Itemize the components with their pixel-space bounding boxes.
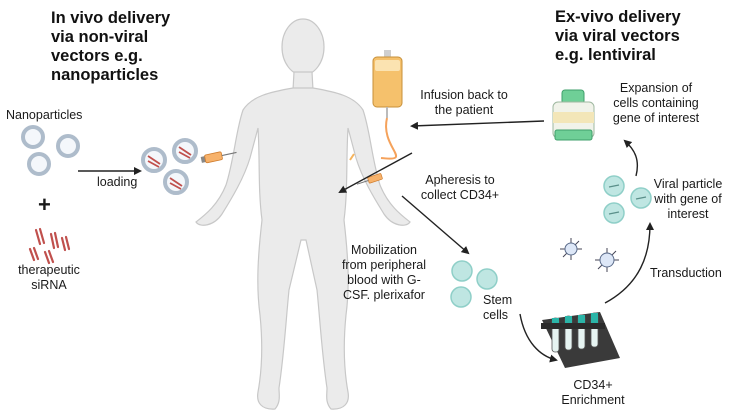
stem-cells-label: Stem cells [483,293,513,322]
loaded-nanoparticles [141,138,198,195]
viral-particle-label: Viral particle with gene of interest [653,177,723,221]
plus-sign: + [38,192,51,217]
arrow-infusion [410,120,545,130]
apheresis-syringe-icon [356,173,383,185]
process-arrows [78,120,654,363]
viral-particles [560,238,619,272]
arrow-enrichment [519,313,558,363]
mobilization-label: Mobilization from peripheral blood with … [341,243,427,302]
syringe-icon [200,151,237,164]
stem-cells-icon [450,260,498,308]
transduced-cells [603,175,652,224]
arrow-expansion [623,139,639,177]
human-body-figure [195,18,411,410]
expansion-label: Expansion of cells containing gene of in… [612,81,700,125]
nanoparticles-label: Nanoparticles [6,108,83,122]
cd34-enrichment-rack-icon [541,312,620,368]
arrow-transduction [604,222,654,304]
ex-vivo-title: Ex-vivo delivery via viral vectors e.g. … [555,8,681,64]
vein-mark [349,153,355,161]
cd34-enrichment-label: CD34+ Enrichment [561,378,625,407]
empty-nanoparticles [21,125,80,176]
infusion-label: Infusion back to the patient [420,88,508,117]
transduction-label: Transduction [650,266,722,280]
iv-bag-icon [372,50,403,160]
in-vivo-title: In vivo delivery via non-viral vectors e… [51,9,171,84]
loading-label: loading [97,175,138,189]
bioreactor-icon [552,89,595,141]
arrow-apheresis [401,195,470,255]
arrow-mobilization [338,152,413,193]
apheresis-label: Apheresis to collect CD34+ [420,173,500,202]
sirna-icon [28,227,71,265]
therapeutic-sirna-label: therapeutic siRNA [18,263,80,292]
